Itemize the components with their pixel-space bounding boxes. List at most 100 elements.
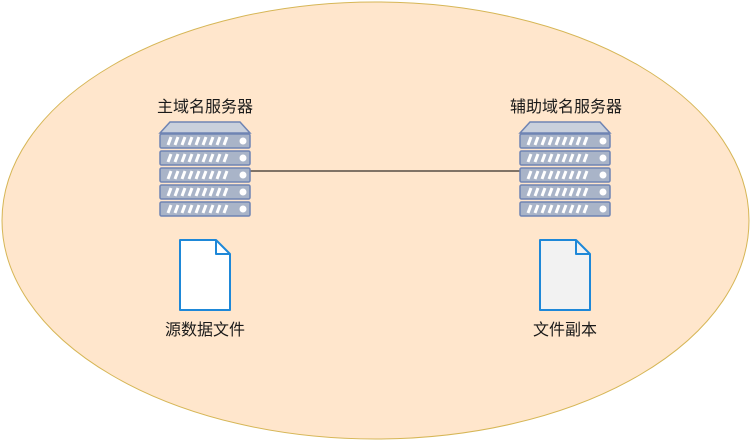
- server-unit-stripe: [575, 187, 582, 197]
- server-unit-stripe: [547, 204, 554, 214]
- server-unit-stripe: [180, 153, 187, 163]
- server-unit-stripe: [575, 136, 582, 146]
- server-unit-stripe: [173, 187, 180, 197]
- server-unit-stripe: [568, 204, 575, 214]
- server-unit: [159, 150, 251, 166]
- server-status-light: [239, 137, 247, 145]
- server-unit-stripe: [554, 187, 561, 197]
- server-unit-stripe: [173, 204, 180, 214]
- server-unit-stripe: [547, 153, 554, 163]
- server-unit-stripe: [187, 187, 194, 197]
- server-status-light: [599, 137, 607, 145]
- server-unit-stripe: [166, 187, 173, 197]
- server-unit-stripe: [568, 136, 575, 146]
- server-unit-stripe: [166, 204, 173, 214]
- server-unit-stripe: [540, 204, 547, 214]
- server-unit-stripe: [194, 136, 201, 146]
- server-unit-stripe: [568, 170, 575, 180]
- server-unit-stripe: [194, 170, 201, 180]
- server-unit-stripe: [215, 153, 222, 163]
- server-unit-stripe: [222, 153, 229, 163]
- server-unit-stripe: [582, 204, 589, 214]
- server-unit-stripe: [575, 153, 582, 163]
- server-unit-stripe: [533, 187, 540, 197]
- server-unit-stripe: [187, 153, 194, 163]
- file-fold: [575, 240, 590, 255]
- server-status-light: [599, 154, 607, 162]
- server-status-light: [239, 205, 247, 213]
- server-unit-stripe: [208, 136, 215, 146]
- file-page: [539, 239, 591, 311]
- server-unit: [159, 184, 251, 200]
- server-unit-stripe: [222, 136, 229, 146]
- server-unit-stripe: [173, 153, 180, 163]
- server-unit: [159, 201, 251, 217]
- server-unit-stripe: [166, 170, 173, 180]
- secondary-server-icon[interactable]: [518, 121, 612, 217]
- server-unit-stripe: [568, 187, 575, 197]
- server-unit-stripe: [533, 170, 540, 180]
- server-unit-stripe: [201, 187, 208, 197]
- server-unit-stripe: [180, 136, 187, 146]
- server-unit: [519, 167, 611, 183]
- server-unit-stripe: [540, 187, 547, 197]
- server-unit-stripe: [208, 204, 215, 214]
- server-unit-stripe: [554, 170, 561, 180]
- server-unit-stripe: [180, 204, 187, 214]
- server-unit-stripe: [575, 170, 582, 180]
- server-unit-stripe: [166, 153, 173, 163]
- server-unit-stripe: [568, 153, 575, 163]
- server-unit-stripe: [201, 204, 208, 214]
- primary-server-label: 主域名服务器: [156, 97, 254, 116]
- server-unit-stripe: [201, 136, 208, 146]
- server-unit-stripe: [533, 204, 540, 214]
- server-unit-stripe: [215, 136, 222, 146]
- server-status-light: [599, 171, 607, 179]
- server-unit-stripe: [215, 170, 222, 180]
- server-unit-stripe: [215, 204, 222, 214]
- server-unit-stripe: [215, 187, 222, 197]
- server-unit-stripe: [526, 136, 533, 146]
- server-unit-stripe: [187, 136, 194, 146]
- server-unit-stripe: [582, 170, 589, 180]
- server-roof: [158, 121, 252, 134]
- secondary-data-file-icon[interactable]: [539, 239, 591, 311]
- server-unit-stripe: [582, 153, 589, 163]
- server-unit-stripe: [201, 170, 208, 180]
- server-status-light: [239, 171, 247, 179]
- server-unit-stripe: [222, 170, 229, 180]
- server-unit-stripe: [554, 136, 561, 146]
- primary-server-icon[interactable]: [158, 121, 252, 217]
- server-unit: [519, 150, 611, 166]
- server-unit-stripe: [582, 136, 589, 146]
- server-unit-stripe: [180, 170, 187, 180]
- primary-data-file-icon[interactable]: [179, 239, 231, 311]
- server-unit-stripe: [582, 187, 589, 197]
- server-unit-stripe: [187, 204, 194, 214]
- server-unit-stripe: [561, 153, 568, 163]
- server-unit-stripe: [561, 187, 568, 197]
- server-unit-stripe: [561, 204, 568, 214]
- server-roof: [518, 121, 612, 134]
- server-unit-stripe: [526, 204, 533, 214]
- server-status-light: [239, 154, 247, 162]
- primary-file-label: 源数据文件: [164, 320, 246, 339]
- server-unit-stripe: [526, 187, 533, 197]
- server-unit-stripe: [533, 153, 540, 163]
- server-unit-stripe: [208, 187, 215, 197]
- server-unit: [519, 133, 611, 149]
- server-unit-stripe: [547, 170, 554, 180]
- server-unit-stripe: [547, 136, 554, 146]
- server-unit-stripe: [533, 136, 540, 146]
- server-unit: [519, 184, 611, 200]
- server-unit-stripe: [166, 136, 173, 146]
- server-unit-stripe: [575, 204, 582, 214]
- server-unit-stripe: [187, 170, 194, 180]
- server-unit-stripe: [194, 204, 201, 214]
- server-unit-stripe: [526, 170, 533, 180]
- server-unit: [159, 167, 251, 183]
- server-unit-stripe: [194, 153, 201, 163]
- server-unit-stripe: [540, 136, 547, 146]
